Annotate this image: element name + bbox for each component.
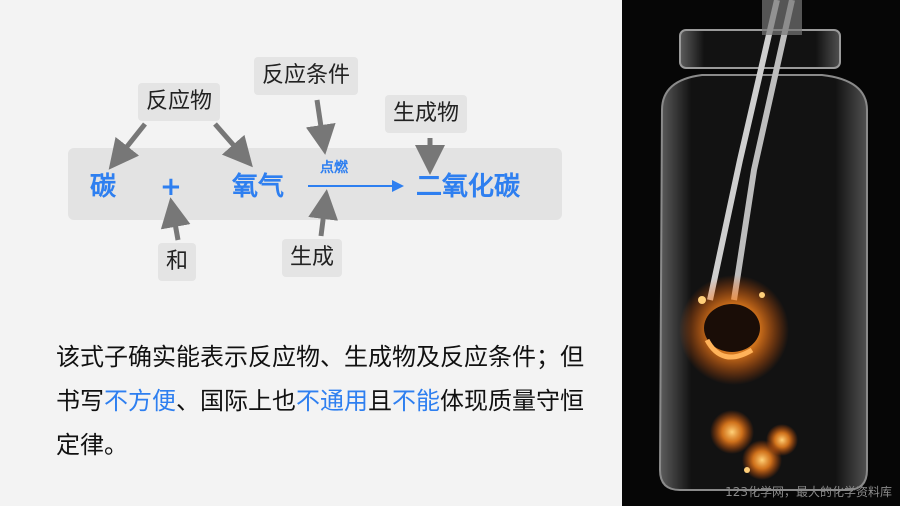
arrow-and	[160, 197, 191, 241]
desc-highlight-not-universal: 不通用	[296, 387, 368, 415]
label-product: 生成物	[385, 95, 468, 133]
annotation-arrows	[108, 99, 445, 241]
burning-carbon-jar-image	[622, 0, 900, 506]
product-co2: 二氧化碳	[416, 172, 521, 202]
condition-ignite: 点燃	[320, 160, 348, 176]
arrow-condition	[305, 99, 336, 155]
arrow-yields	[308, 189, 339, 237]
desc-part1: 该式子确实能表示反应物、生成物及反应条件；但书写	[56, 343, 584, 415]
label-reactant: 反应物	[138, 83, 221, 121]
watermark: 123化学网，最大的化学资料库	[725, 485, 892, 499]
desc-highlight-inconvenient: 不方便	[104, 387, 176, 415]
label-and: 和	[158, 243, 197, 281]
description: 该式子确实能表示反应物、生成物及反应条件；但书写不方便、国际上也不通用且不能体现…	[56, 335, 586, 467]
desc-highlight-cannot: 不能	[392, 387, 440, 415]
label-condition: 反应条件	[254, 57, 359, 95]
desc-part3: 且	[368, 387, 392, 415]
reactant-oxygen: 氧气	[232, 172, 285, 202]
reactant-carbon: 碳	[90, 172, 117, 202]
experiment-photo: 123化学网，最大的化学资料库	[622, 0, 900, 506]
arrow-reactant-to-carbon	[108, 122, 147, 170]
desc-part4: 体现质量守恒定律。	[56, 387, 584, 459]
desc-part2: 、国际上也	[176, 387, 296, 415]
arrow-reactant-to-oxygen	[213, 122, 253, 168]
label-yields: 生成	[282, 239, 343, 277]
plus-sign: +	[160, 172, 182, 202]
slide-content: 碳 + 氧气 点燃 二氧化碳 反应物 反应条件 生成物 和 生成 该式子	[56, 57, 586, 467]
